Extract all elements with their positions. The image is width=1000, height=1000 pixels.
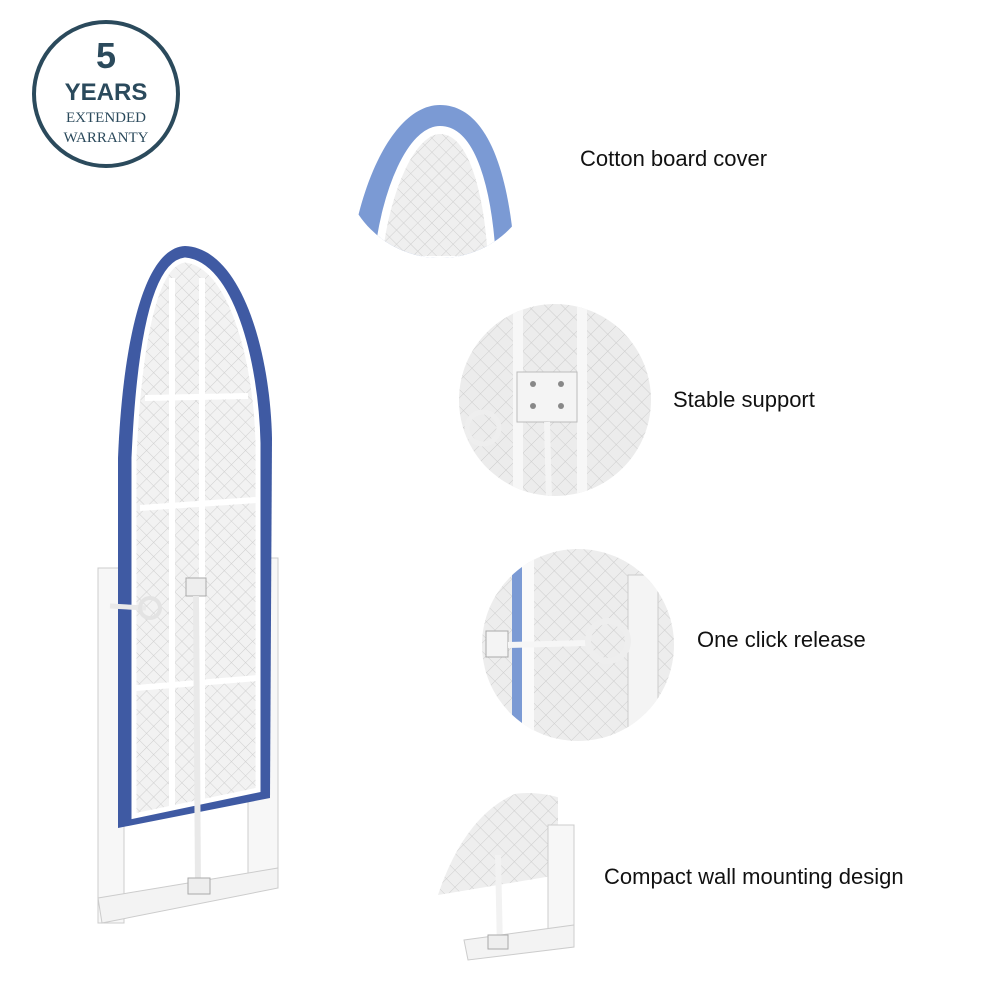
- detail-one-click-release: [478, 545, 678, 745]
- feature-label-wall-mounting: Compact wall mounting design: [604, 864, 904, 889]
- feature-label-stable-support: Stable support: [673, 387, 815, 412]
- detail-stable-support: [455, 300, 655, 500]
- ironing-board-image: [90, 238, 300, 938]
- warranty-years: YEARS: [65, 79, 148, 106]
- warranty-seal-icon: 5 YEARS EXTENDED WARRANTY: [32, 20, 180, 168]
- feature-label-cotton-cover: Cotton board cover: [580, 146, 768, 171]
- warranty-warranty: WARRANTY: [64, 130, 149, 146]
- warranty-extended: EXTENDED: [66, 110, 146, 126]
- detail-cotton-cover: [340, 60, 540, 260]
- warranty-number: 5: [96, 35, 116, 76]
- feature-label-one-click-release: One click release: [697, 627, 866, 652]
- detail-wall-mounting: [438, 785, 638, 985]
- warranty-badge: 5 YEARS EXTENDED WARRANTY: [30, 18, 182, 170]
